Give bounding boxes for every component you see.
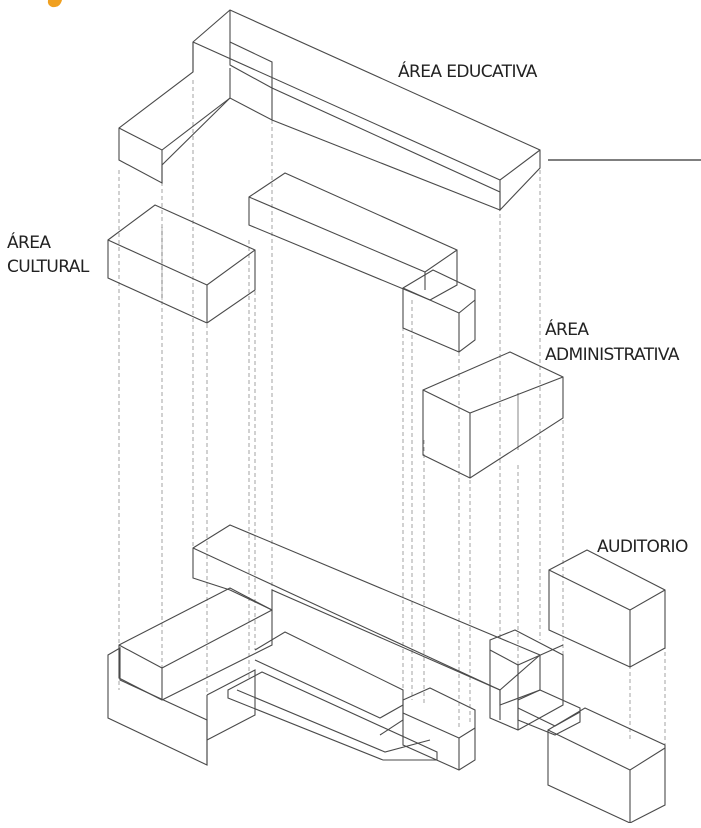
label-area-educativa: ÁREA EDUCATIVA <box>398 62 537 82</box>
logo-icon <box>47 0 62 8</box>
auditorio-volume <box>548 549 666 668</box>
projection-lines <box>118 80 666 750</box>
label-area-administrativa-line1: ÁREA <box>545 320 589 340</box>
label-area-cultural-line1: ÁREA <box>7 233 51 253</box>
area-administrativa-volume <box>422 351 564 479</box>
base-building-outline <box>107 524 666 824</box>
label-area-administrativa-line2: ADMINISTRATIVA <box>545 345 680 365</box>
area-cultural-volume-left <box>107 204 256 324</box>
area-cultural-volume-right <box>248 172 476 353</box>
label-area-cultural-line2: CULTURAL <box>7 257 89 277</box>
label-auditorio: AUDITORIO <box>597 537 688 557</box>
area-educativa-volume <box>118 9 541 212</box>
